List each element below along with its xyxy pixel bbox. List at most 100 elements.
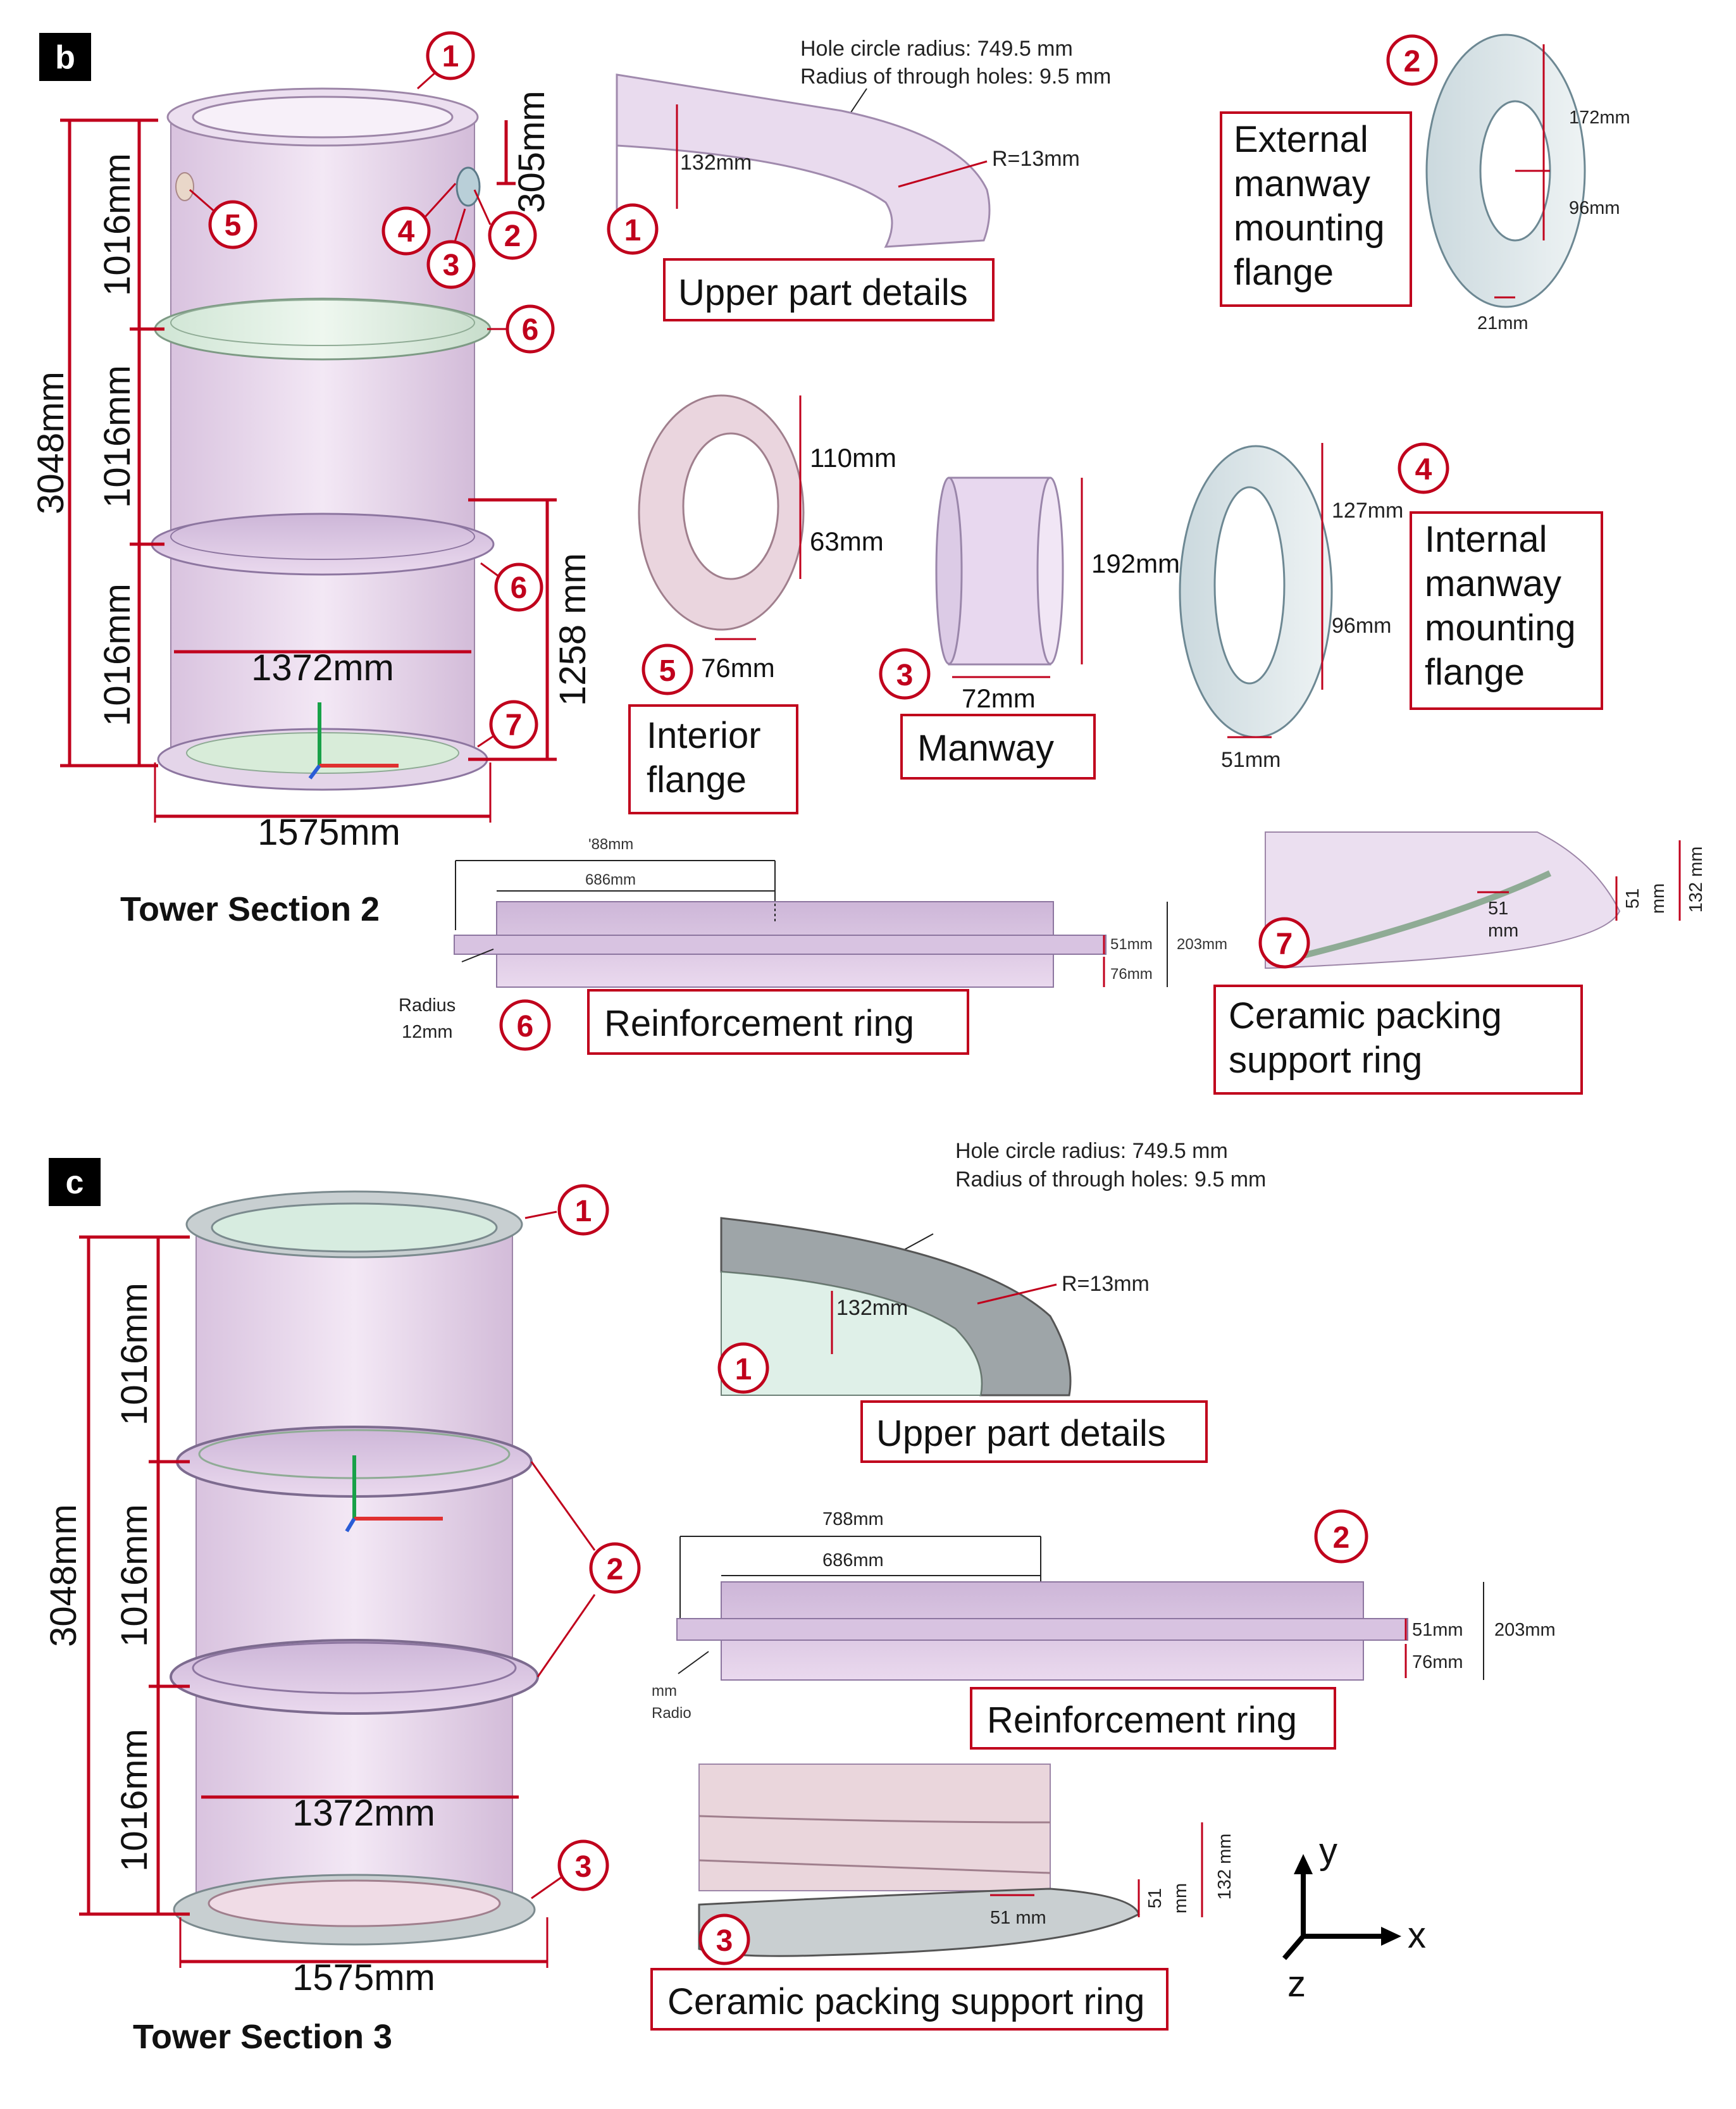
svg-text:96mm: 96mm [1569,198,1620,218]
svg-text:y: y [1319,1831,1337,1872]
svg-text:1016mm: 1016mm [114,1283,155,1426]
b-manway: 192mm 72mm 3 Manway [879,476,1180,780]
svg-text:2: 2 [1404,45,1421,78]
svg-text:z: z [1287,1963,1306,2005]
panel-b-dimensions: 3048mm 1016mm 1016mm 1016mm 305mm 1372mm… [30,90,593,853]
svg-text:72mm: 72mm [962,683,1036,713]
svg-text:4: 4 [398,215,415,249]
svg-text:132mm: 132mm [836,1296,908,1320]
svg-text:12mm: 12mm [402,1022,453,1042]
svg-text:51: 51 [1488,899,1508,919]
svg-text:3: 3 [575,1850,592,1884]
svg-text:manway: manway [1234,163,1370,204]
svg-text:Tower Section 3: Tower Section 3 [133,2018,392,2056]
svg-text:51 mm: 51 mm [990,1908,1046,1928]
axes-legend: y x z [1282,1831,1426,2005]
svg-text:1: 1 [442,40,459,73]
svg-text:manway: manway [1425,563,1561,604]
svg-text:76mm: 76mm [1412,1652,1463,1672]
svg-text:6: 6 [522,313,539,347]
svg-text:Ceramic packing: Ceramic packing [1229,995,1502,1036]
svg-text:1: 1 [575,1195,592,1228]
panel-b: b 3048mm [30,31,1706,1095]
b-external-manway-flange: 2 172mm 96mm 21mm External manway mounti… [1220,34,1630,333]
svg-text:Radio: Radio [652,1705,691,1722]
svg-text:Upper part details: Upper part details [876,1413,1166,1454]
svg-text:788mm: 788mm [822,1509,884,1529]
b-outer-dia: 1575mm [257,812,400,853]
svg-text:76mm: 76mm [701,653,775,683]
svg-text:3: 3 [443,249,460,282]
svg-text:Radius of through holes: 9.5 m: Radius of through holes: 9.5 mm [800,65,1111,89]
svg-text:'88mm: '88mm [588,836,633,853]
svg-text:External: External [1234,119,1368,160]
b-top-offset: 305mm [511,90,552,213]
b-interior-flange: 110mm 63mm 76mm 5 Interior flange [628,394,896,814]
interior-flange-nozzle [175,172,194,201]
b-reinforcement-ring: '88mm 686mm 51mm 76mm 203mm Radius 12mm … [399,836,1227,1055]
svg-text:flange: flange [647,759,747,800]
svg-text:3: 3 [716,1924,733,1958]
svg-text:Reinforcement ring: Reinforcement ring [604,1003,914,1044]
b-title: Tower Section 2 [120,890,380,928]
b-total-height: 3048mm [30,371,71,514]
svg-text:63mm: 63mm [810,526,884,556]
svg-text:support ring: support ring [1229,1040,1422,1081]
svg-text:mm: mm [1648,883,1668,914]
svg-text:192mm: 192mm [1091,549,1180,578]
panel-c-tag-label: c [66,1164,84,1201]
svg-text:76mm: 76mm [1110,966,1153,983]
svg-text:127mm: 127mm [1332,499,1403,523]
svg-text:96mm: 96mm [1332,614,1391,638]
b-seg1: 1016mm [97,153,138,296]
svg-text:686mm: 686mm [585,871,636,888]
svg-text:132mm: 132mm [680,151,752,175]
svg-text:110mm: 110mm [810,443,896,473]
svg-text:7: 7 [1276,928,1293,961]
svg-text:5: 5 [659,654,676,688]
b-inner-dia: 1372mm [251,647,394,688]
panel-b-tag [39,33,91,81]
panel-c-dimensions: 3048mm 1016mm 1016mm 1016mm 1372mm 1575m… [43,1235,549,1998]
svg-text:1575mm: 1575mm [292,1957,435,1998]
c-ceramic-ring: 51 mm 51 mm 132 mm 3 Ceramic packing sup… [650,1764,1235,2031]
panel-c: c 3048mm 1016mm 1016mm 1016mm [43,1139,1556,2056]
svg-text:1016mm: 1016mm [114,1504,155,1647]
svg-text:Radius: Radius [399,995,456,1016]
svg-text:172mm: 172mm [1569,108,1630,128]
svg-text:132 mm: 132 mm [1215,1834,1235,1900]
svg-text:132 mm: 132 mm [1686,847,1706,913]
svg-text:4: 4 [1415,453,1432,487]
svg-text:Interior: Interior [647,715,761,756]
svg-text:Ceramic packing support ring: Ceramic packing support ring [667,1981,1144,2022]
svg-text:203mm: 203mm [1177,936,1227,953]
svg-text:Internal: Internal [1425,519,1547,560]
svg-text:21mm: 21mm [1477,313,1528,333]
svg-text:Hole circle radius: 749.5 mm: Hole circle radius: 749.5 mm [955,1139,1228,1163]
svg-text:1016mm: 1016mm [114,1729,155,1872]
svg-text:Radius of through holes: 9.5 m: Radius of through holes: 9.5 mm [955,1167,1266,1191]
b-ceramic-ring: 51 mm 51 mm 132 mm 7 Ceramic packing sup… [1213,831,1706,1095]
svg-text:203mm: 203mm [1494,1620,1556,1640]
svg-text:51mm: 51mm [1221,748,1280,772]
svg-text:51: 51 [1623,888,1643,909]
svg-text:x: x [1408,1915,1426,1956]
c-reinforcement-ring: 788mm 686mm 51mm 76mm 203mm mm Radio 2 R… [652,1509,1556,1750]
svg-text:R=13mm: R=13mm [992,147,1080,171]
svg-text:mounting: mounting [1234,208,1385,249]
panel-b-callouts: 1 2 3 4 5 6 6 7 [189,31,555,749]
svg-text:6: 6 [517,1010,534,1043]
b-seg3: 1016mm [97,583,138,726]
svg-text:mm: mm [1170,1883,1191,1913]
svg-text:mm: mm [1488,921,1518,941]
svg-text:R=13mm: R=13mm [1062,1272,1150,1296]
svg-text:mm: mm [652,1683,677,1700]
svg-text:3048mm: 3048mm [43,1504,84,1647]
svg-text:flange: flange [1425,652,1525,693]
svg-text:flange: flange [1234,252,1334,293]
svg-text:2: 2 [1333,1521,1350,1555]
svg-text:2: 2 [504,220,521,253]
b-upper-caption: Upper part details [678,272,968,313]
svg-text:1: 1 [735,1353,752,1386]
